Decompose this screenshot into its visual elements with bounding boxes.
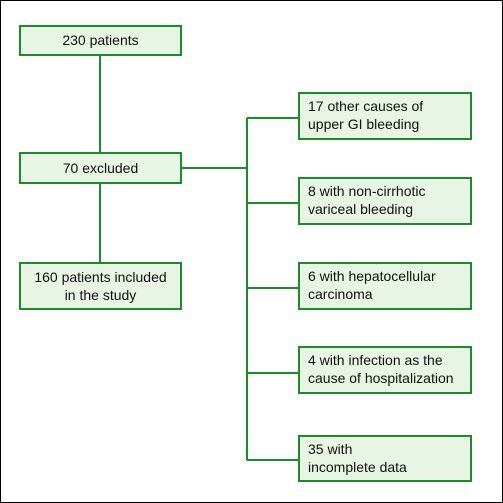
total-patients-label: 230 patients — [62, 32, 139, 49]
reason-4-line1: 4 with infection as the — [308, 352, 443, 368]
included-box: 160 patients included in the study — [19, 262, 182, 310]
reason-1-line2: upper GI bleeding — [308, 116, 420, 133]
reason-4-line2: cause of hospitalization — [308, 370, 454, 387]
reason-3-line1: 6 with hepatocellular — [308, 268, 436, 284]
reason-2-line2: variceal bleeding — [308, 201, 414, 218]
reason-box-hepatocellular: 6 with hepatocellular carcinoma — [298, 262, 472, 310]
included-label-line1: 160 patients included — [34, 268, 167, 285]
excluded-label: 70 excluded — [62, 159, 139, 176]
reason-5-line2: incomplete data — [308, 459, 407, 476]
reason-2-line1: 8 with non-cirrhotic — [308, 183, 426, 199]
reason-5-line1: 35 with — [308, 441, 353, 457]
reason-box-non-cirrhotic: 8 with non-cirrhotic variceal bleeding — [298, 177, 472, 225]
reason-box-other-causes: 17 other causes of upper GI bleeding — [298, 92, 472, 140]
reason-box-incomplete-data: 35 with incomplete data — [298, 435, 472, 482]
total-patients-box: 230 patients — [19, 25, 182, 56]
reason-1-line1: 17 other causes of — [308, 98, 424, 114]
reason-box-infection: 4 with infection as the cause of hospita… — [298, 346, 472, 394]
reason-3-line2: carcinoma — [308, 286, 373, 303]
included-label-line2: in the study — [64, 287, 137, 303]
excluded-box: 70 excluded — [19, 152, 182, 184]
